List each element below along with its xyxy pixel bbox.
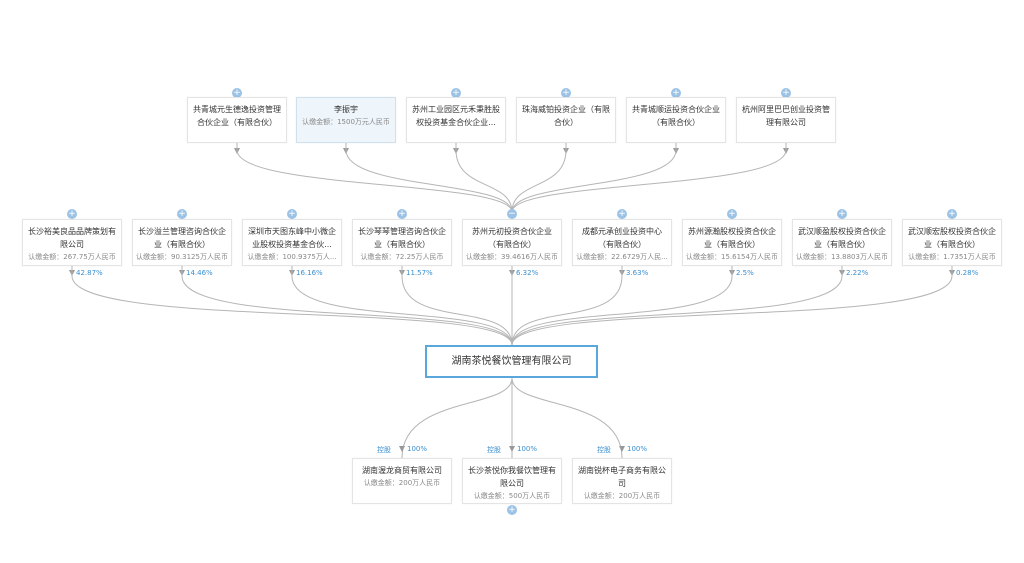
node-amount: 认缴金额：200万人民币: [363, 479, 441, 487]
node-amount: 认缴金额：22.6729万人民...: [576, 253, 668, 261]
node-amount: 认缴金额：500万人民币: [473, 492, 551, 500]
upper-shareholder-node[interactable]: 共青城顺运投资合伙企业（有限合伙）: [626, 97, 726, 143]
node-name: 苏州工业园区元禾秉胜股权投资基金合伙企业...: [412, 105, 500, 127]
node-name: 李振宇: [334, 105, 358, 114]
share-percent: 6.32%: [516, 269, 539, 277]
expand-icon[interactable]: +: [177, 209, 187, 219]
arrow-icon: [399, 446, 405, 452]
shareholder-node[interactable]: 武汉顺宏股权投资合伙企业（有限合伙） 认缴金额：1.7351万人民币: [902, 219, 1002, 266]
holding-tag: 控股: [377, 446, 391, 454]
arrow-icon: [619, 446, 625, 452]
edge: [511, 143, 567, 213]
holding-tag: 控股: [597, 446, 611, 454]
share-percent: 0.28%: [956, 269, 979, 277]
edge: [345, 143, 513, 213]
expand-icon[interactable]: +: [287, 209, 297, 219]
shareholder-node[interactable]: 苏州元初投资合伙企业（有限合伙） 认缴金额：39.4616万人民币: [462, 219, 562, 266]
edge: [401, 377, 513, 459]
node-name: 湖南渥龙商贸有限公司: [362, 466, 442, 475]
node-name: 共青城顺运投资合伙企业（有限合伙）: [632, 105, 720, 127]
edge: [291, 266, 513, 346]
edge: [401, 266, 513, 346]
share-percent: 2.5%: [736, 269, 754, 277]
upper-shareholder-node[interactable]: 杭州阿里巴巴创业投资管理有限公司: [736, 97, 836, 143]
expand-icon[interactable]: +: [837, 209, 847, 219]
node-amount: 认缴金额：13.8803万人民币: [796, 253, 888, 261]
share-percent: 3.63%: [626, 269, 649, 277]
expand-icon[interactable]: +: [781, 88, 791, 98]
edge: [511, 377, 623, 459]
share-percent: 11.57%: [406, 269, 433, 277]
share-percent: 42.87%: [76, 269, 103, 277]
node-amount: 认缴金额：1.7351万人民币: [908, 253, 996, 261]
share-percent: 100%: [627, 445, 648, 453]
edge: [236, 143, 513, 213]
node-name: 杭州阿里巴巴创业投资管理有限公司: [742, 105, 830, 127]
expand-icon[interactable]: +: [397, 209, 407, 219]
edge: [511, 143, 787, 213]
node-name: 长沙茶悦你我餐饮管理有限公司: [468, 466, 556, 488]
edge: [511, 143, 677, 213]
node-amount: 认缴金额：200万人民币: [583, 492, 661, 500]
edge: [71, 266, 513, 346]
node-amount: 认缴金额：100.9375万人...: [247, 253, 337, 261]
node-name: 武汉顺宏股权投资合伙企业（有限合伙）: [908, 227, 996, 249]
share-percent: 14.46%: [186, 269, 213, 277]
arrow-icon: [509, 446, 515, 452]
shareholder-node[interactable]: 深圳市天图东峰中小微企业股权投资基金合伙... 认缴金额：100.9375万人..…: [242, 219, 342, 266]
node-amount: 认缴金额：39.4616万人民币: [466, 253, 558, 261]
edge: [511, 266, 623, 346]
share-percent: 16.16%: [296, 269, 323, 277]
node-amount: 认缴金额：90.3125万人民币: [136, 253, 228, 261]
subsidiary-node[interactable]: 湖南渥龙商贸有限公司认缴金额：200万人民币: [352, 458, 452, 504]
share-percent: 2.22%: [846, 269, 869, 277]
subsidiary-node[interactable]: 长沙茶悦你我餐饮管理有限公司认缴金额：500万人民币: [462, 458, 562, 504]
expand-icon[interactable]: +: [727, 209, 737, 219]
node-name: 珠海威铂投资企业（有限合伙）: [522, 105, 610, 127]
edge: [181, 266, 513, 346]
root-company-node[interactable]: 湖南茶悦餐饮管理有限公司: [425, 345, 598, 378]
holding-tag: 控股: [487, 446, 501, 454]
shareholder-node[interactable]: 成都元承创业投资中心（有限合伙） 认缴金额：22.6729万人民...: [572, 219, 672, 266]
node-name: 共青城元生德逸投资管理合伙企业（有限合伙）: [193, 105, 281, 127]
shareholder-node[interactable]: 长沙裕美良品品牌策划有限公司认缴金额：267.75万人民币: [22, 219, 122, 266]
node-amount: 认缴金额：1500万元人民币: [302, 118, 390, 126]
node-amount: 认缴金额：72.25万人民币: [360, 253, 444, 261]
expand-icon[interactable]: +: [561, 88, 571, 98]
edge: [511, 266, 843, 346]
edge: [455, 143, 513, 213]
expand-icon[interactable]: +: [507, 505, 517, 515]
expand-icon[interactable]: +: [947, 209, 957, 219]
expand-icon[interactable]: +: [617, 209, 627, 219]
node-name: 苏州元初投资合伙企业（有限合伙）: [472, 227, 552, 249]
node-amount: 认缴金额：267.75万人民币: [28, 253, 116, 261]
node-name: 湖南锐杯电子商务有限公司: [578, 466, 666, 488]
expand-icon[interactable]: +: [671, 88, 681, 98]
shareholder-node[interactable]: 苏州源瀚股权投资合伙企业（有限合伙） 认缴金额：15.6154万人民币: [682, 219, 782, 266]
shareholder-node[interactable]: 武汉顺盈股权投资合伙企业（有限合伙） 认缴金额：13.8803万人民币: [792, 219, 892, 266]
share-percent: 100%: [517, 445, 538, 453]
node-name: 成都元承创业投资中心（有限合伙）: [582, 227, 662, 249]
node-name: 苏州源瀚股权投资合伙企业（有限合伙）: [688, 227, 776, 249]
expand-icon[interactable]: +: [232, 88, 242, 98]
node-amount: 认缴金额：15.6154万人民币: [686, 253, 778, 261]
edge: [511, 266, 733, 346]
edge: [511, 266, 953, 346]
subsidiary-node[interactable]: 湖南锐杯电子商务有限公司认缴金额：200万人民币: [572, 458, 672, 504]
expand-icon[interactable]: −: [507, 209, 517, 219]
expand-icon[interactable]: +: [67, 209, 77, 219]
node-name: 武汉顺盈股权投资合伙企业（有限合伙）: [798, 227, 886, 249]
upper-shareholder-node[interactable]: 李振宇认缴金额：1500万元人民币: [296, 97, 396, 143]
expand-icon[interactable]: +: [451, 88, 461, 98]
upper-shareholder-node[interactable]: 共青城元生德逸投资管理合伙企业（有限合伙）: [187, 97, 287, 143]
node-name: 长沙裕美良品品牌策划有限公司: [28, 227, 116, 249]
node-name: 长沙溢兰管理咨询合伙企业（有限合伙）: [138, 227, 226, 249]
node-name: 长沙琴琴管理咨询合伙企业（有限合伙）: [358, 227, 446, 249]
node-name: 深圳市天图东峰中小微企业股权投资基金合伙...: [248, 227, 336, 249]
upper-shareholder-node[interactable]: 苏州工业园区元禾秉胜股权投资基金合伙企业...: [406, 97, 506, 143]
shareholder-node[interactable]: 长沙琴琴管理咨询合伙企业（有限合伙） 认缴金额：72.25万人民币: [352, 219, 452, 266]
upper-shareholder-node[interactable]: 珠海威铂投资企业（有限合伙）: [516, 97, 616, 143]
share-percent: 100%: [407, 445, 428, 453]
shareholder-node[interactable]: 长沙溢兰管理咨询合伙企业（有限合伙） 认缴金额：90.3125万人民币: [132, 219, 232, 266]
